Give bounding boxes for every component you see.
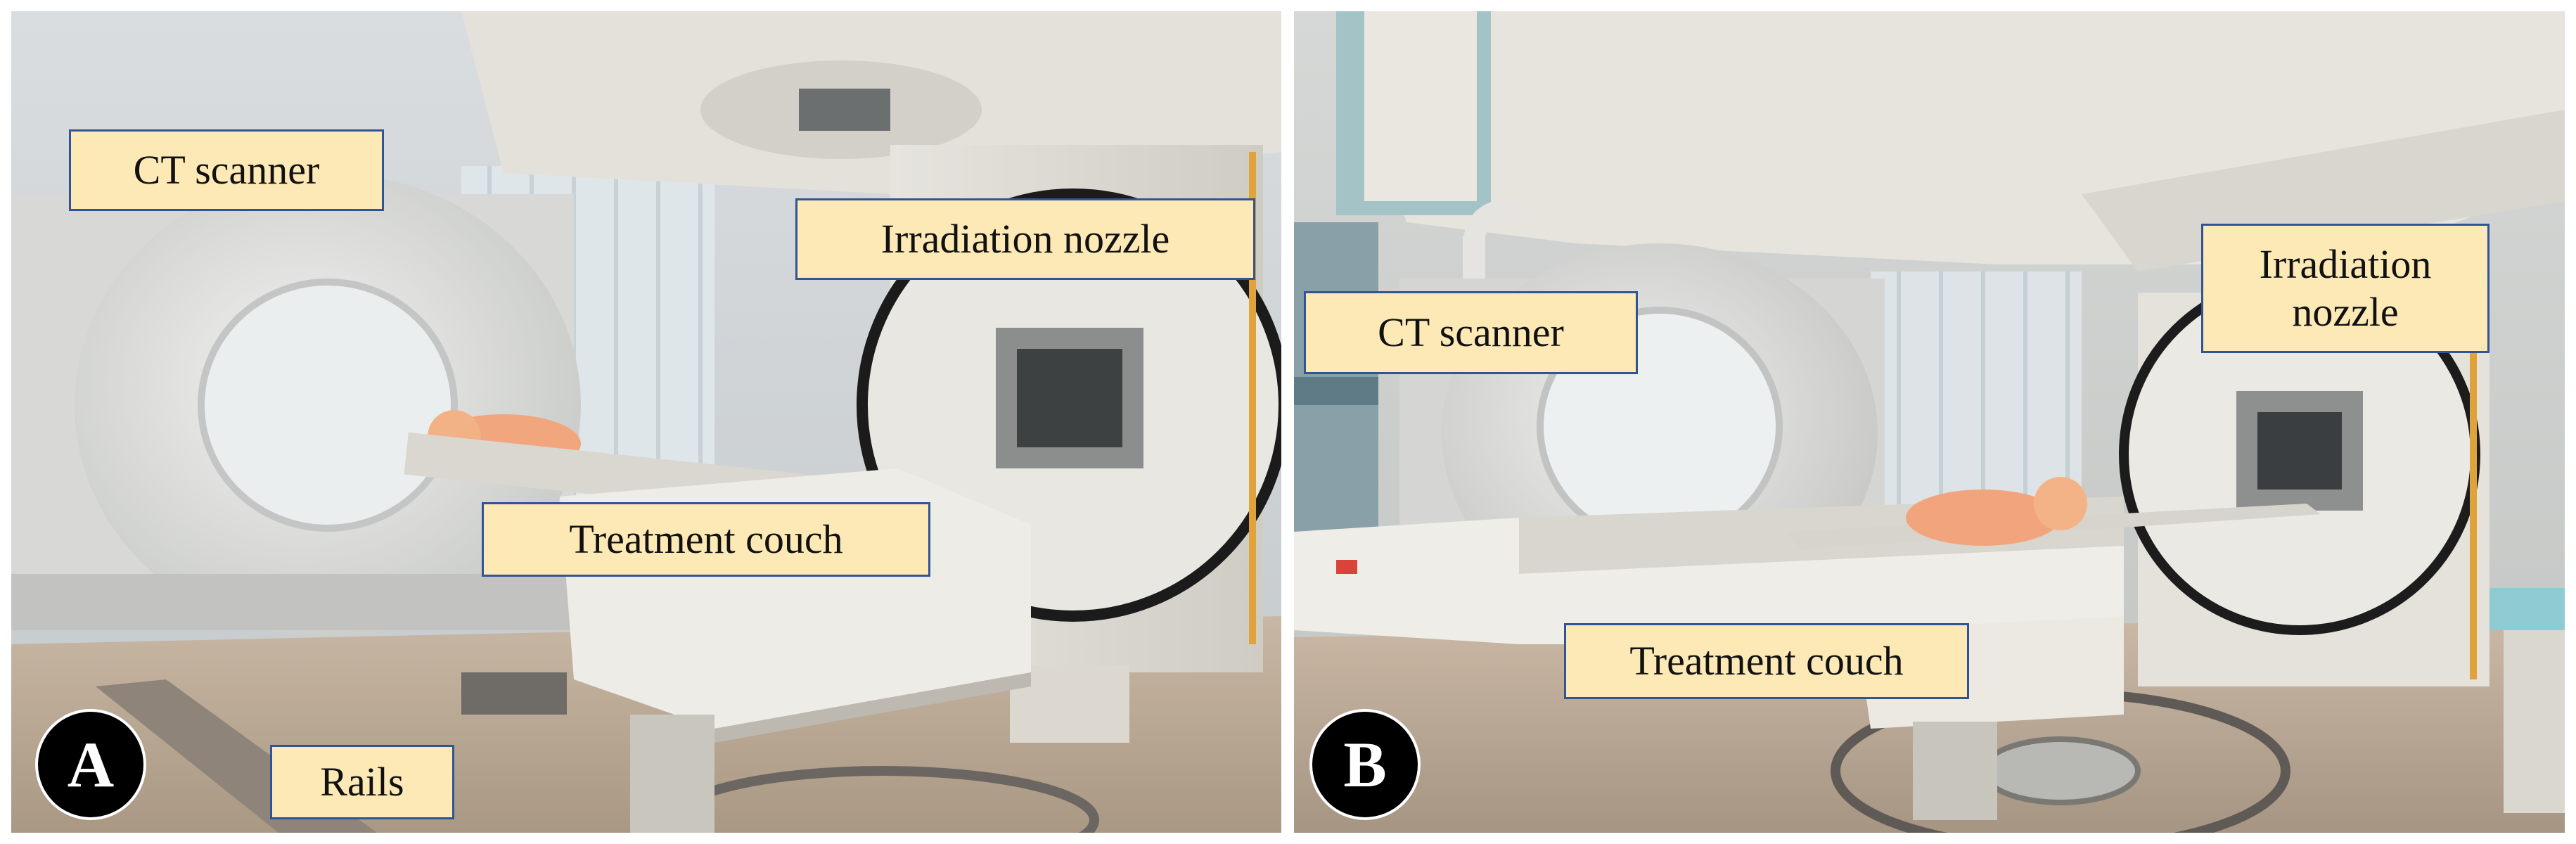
irradiation-nozzle-label: Irradiation nozzle <box>2201 224 2490 353</box>
photo-panel-b: CT scanner Irradiation nozzle Treatment … <box>1294 11 2565 833</box>
rails-label: Rails <box>270 745 454 819</box>
ct-scanner-label: CT scanner <box>1304 291 1638 374</box>
panel-b-badge: B <box>1312 712 1418 817</box>
panel-a-badge: A <box>38 712 143 817</box>
photo-panel-a: CT scanner Irradiation nozzle Treatment … <box>11 11 1281 833</box>
treatment-room-photo-b <box>1294 11 2565 833</box>
treatment-couch-label: Treatment couch <box>482 502 930 577</box>
ct-scanner-label: CT scanner <box>69 129 384 211</box>
irradiation-nozzle-label: Irradiation nozzle <box>795 198 1255 280</box>
ct-bore <box>198 279 458 532</box>
treatment-couch-label: Treatment couch <box>1564 623 1969 699</box>
patient-phantom <box>1906 490 2061 546</box>
